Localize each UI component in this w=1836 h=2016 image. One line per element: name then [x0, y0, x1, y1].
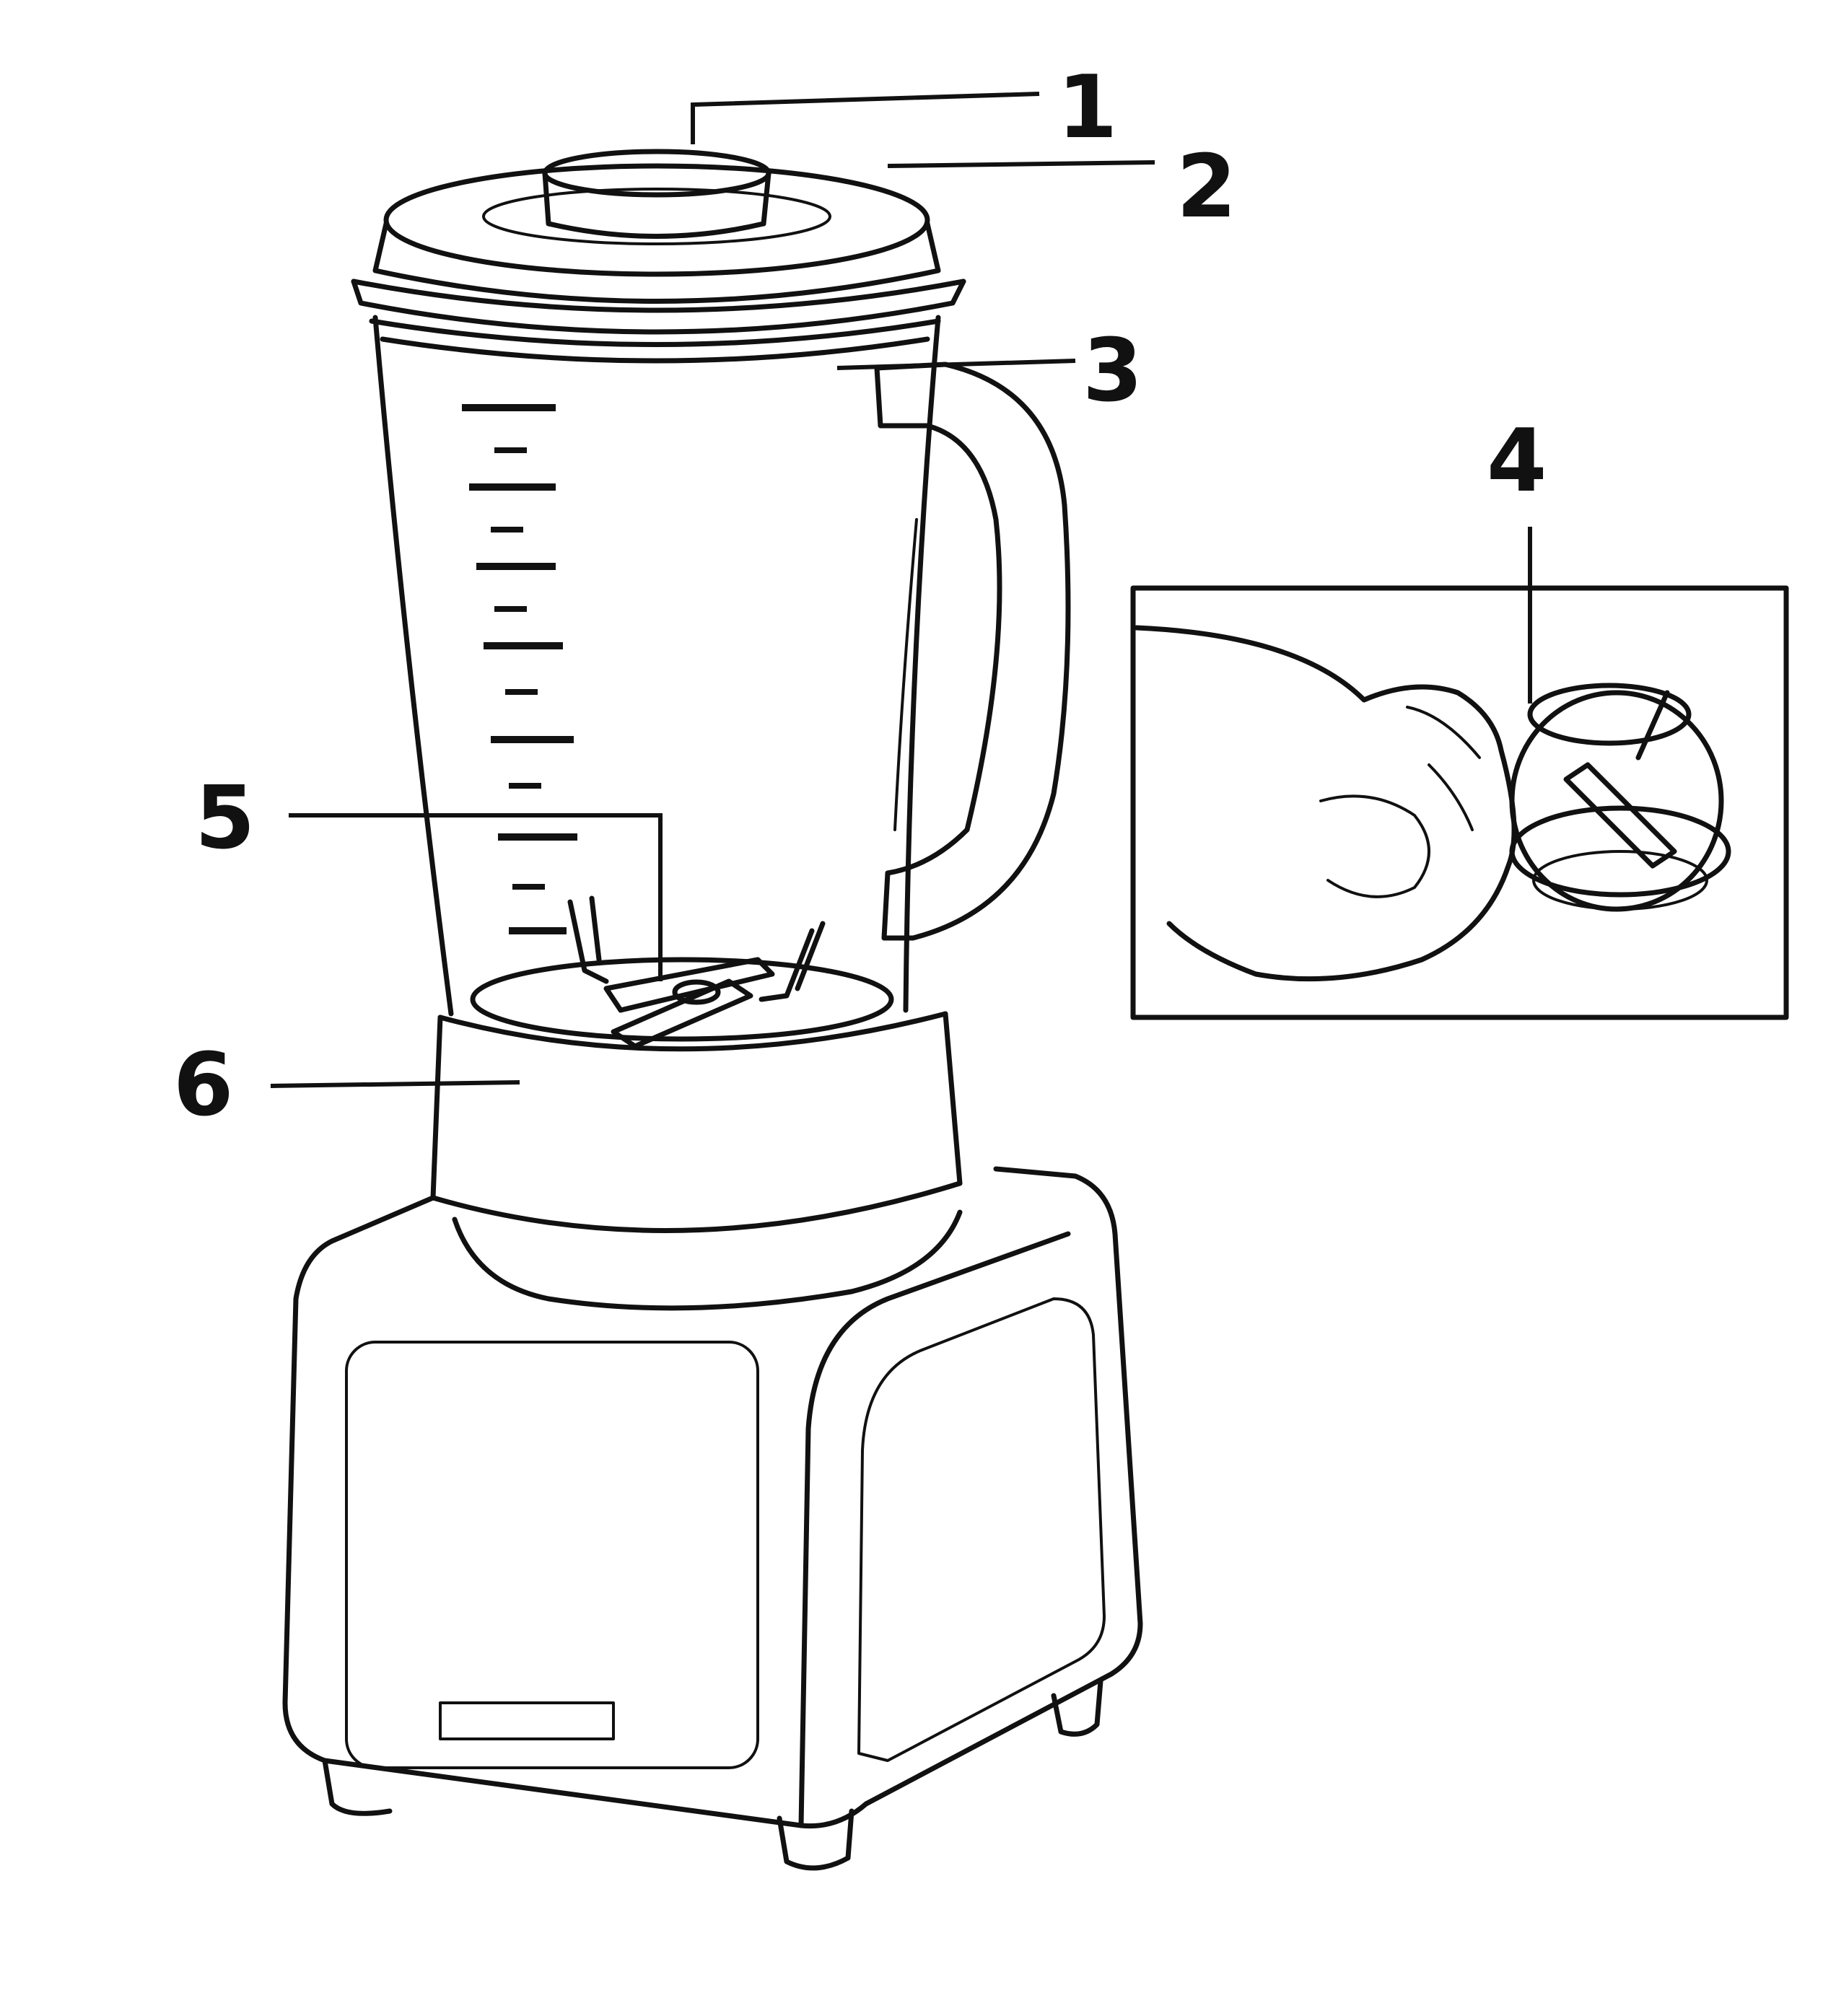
callout-3: 3 — [1083, 321, 1143, 421]
leader-line-6 — [270, 1080, 520, 1088]
jar-measurement-marks — [462, 404, 577, 934]
callout-1: 1 — [1057, 58, 1118, 158]
callout-4: 4 — [1487, 411, 1547, 512]
inset-detail-box — [1130, 585, 1789, 1020]
blade-assembly-detail — [1509, 683, 1731, 912]
callout-5: 5 — [195, 768, 255, 869]
leader-lines — [270, 92, 1532, 1088]
lid — [351, 163, 966, 335]
motor-collar — [430, 1011, 963, 1311]
blender-base — [282, 1166, 1143, 1871]
leader-line-1 — [691, 92, 1040, 144]
blade-assembly — [470, 895, 894, 1049]
hand-illustration — [1134, 625, 1517, 982]
leader-line-2 — [887, 160, 1155, 168]
jar — [369, 315, 941, 1017]
jar-handle — [874, 361, 1071, 941]
leader-line-3 — [836, 359, 1076, 370]
leader-line-5 — [289, 813, 663, 981]
callout-6: 6 — [173, 1035, 234, 1136]
callout-2: 2 — [1176, 137, 1237, 237]
